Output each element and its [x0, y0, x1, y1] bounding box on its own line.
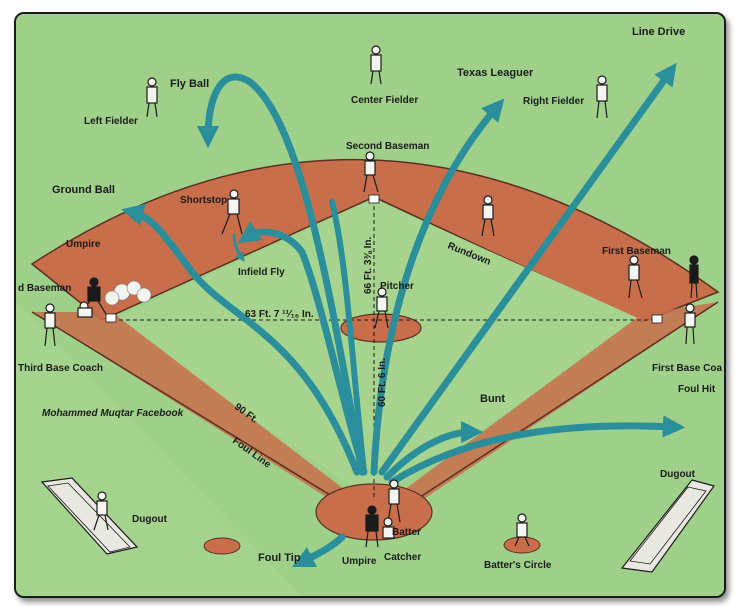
third-base-line-dirt: [32, 312, 374, 527]
label-dist-second: 66 Ft. 3⅜ In.: [363, 237, 374, 294]
right-fielder-figure: [596, 75, 608, 119]
first-base-foul-line: [381, 301, 719, 523]
label-dugout-left: Dugout: [132, 514, 168, 525]
pitcher-figure: [374, 287, 389, 329]
batters-circle-area: [503, 536, 541, 554]
baseball-field-diagram: Line Drive Texas Leaguer Fly Ball Center…: [16, 14, 724, 596]
shortstop-figure: [221, 189, 243, 235]
label-fly-ball: Fly Ball: [170, 78, 209, 90]
label-line-drive: Line Drive: [632, 26, 685, 38]
second-base: [368, 194, 380, 204]
players: [44, 45, 699, 548]
first-baseman-figure: [628, 255, 643, 299]
center-fielder-figure: [370, 45, 382, 85]
label-dist-home: 60 Ft. 6 In.: [377, 358, 388, 407]
diagram-frame: Line Drive Texas Leaguer Fly Ball Center…: [14, 12, 726, 598]
second-baseman-figure: [363, 151, 379, 193]
label-catcher: Catcher: [384, 552, 421, 563]
first-base: [651, 314, 663, 324]
dugout-left: [40, 477, 139, 555]
label-left-fielder: Left Fielder: [84, 116, 138, 127]
label-bunt: Bunt: [480, 393, 505, 405]
first-base-coach-figure: [684, 303, 696, 345]
label-foul-tip: Foul Tip: [258, 552, 301, 564]
left-fielder-figure: [146, 77, 158, 118]
slide-dust-cloud: [104, 280, 152, 306]
label-texas-leaguer: Texas Leaguer: [457, 67, 534, 79]
ball-paths: [121, 62, 686, 568]
grounder-center-arrow: [329, 199, 367, 475]
label-umpire-home: Umpire: [342, 556, 377, 567]
infield-grass: [112, 199, 642, 502]
label-dugout-right: Dugout: [660, 469, 696, 480]
third-base-foul-line: [31, 311, 375, 523]
label-foul-hit: Foul Hit: [678, 384, 716, 395]
base-runner-figure: [689, 255, 699, 299]
label-pitcher: Pitcher: [380, 281, 414, 292]
label-batters-circle: Batter's Circle: [484, 560, 552, 571]
dugout-left-player-figure: [93, 491, 109, 531]
third-base-coach-figure: [44, 303, 56, 347]
label-first-base-coach: First Base Coa: [652, 363, 722, 374]
infield-fly-arrow: [237, 221, 368, 476]
ground-ball-arrow: [121, 203, 361, 476]
label-right-fielder: Right Fielder: [523, 96, 584, 107]
third-base: [105, 313, 117, 323]
foul-hit-arrow: [388, 415, 686, 486]
label-third-baseman: d Baseman: [18, 283, 71, 294]
label-shortstop: Shortstop: [180, 195, 227, 206]
label-infield-fly: Infield Fly: [238, 267, 285, 278]
label-batter: Batter: [392, 527, 421, 538]
on-deck-circle-left: [203, 537, 241, 555]
label-first-baseman: First Baseman: [602, 246, 671, 257]
dugout-right: [620, 479, 715, 573]
label-dist-mound: 63 Ft. 7 ¹¹⁄₁₆ In.: [245, 309, 314, 320]
line-drive-arrow: [378, 62, 677, 476]
texas-leaguer-arrow: [370, 98, 505, 476]
infield-fly-drop-arrow: [232, 233, 245, 262]
bunt-arrow: [383, 420, 484, 481]
rundown-player-figure: [481, 195, 495, 237]
label-ground-ball: Ground Ball: [52, 184, 115, 196]
pitchers-mound: [340, 313, 422, 343]
batters-circle-player-figure: [514, 513, 530, 547]
label-center-fielder: Center Fielder: [351, 95, 418, 106]
third-baseman-figure: [77, 301, 93, 318]
fly-ball-arrow: [196, 73, 366, 476]
foul-tip-arrow: [291, 533, 346, 568]
catcher-figure: [382, 517, 395, 539]
credit-text: Mohammed Muqtar Facebook: [42, 408, 184, 419]
label-umpire-top: Umpire: [66, 239, 101, 250]
label-third-base-coach: Third Base Coach: [18, 363, 103, 374]
label-second-baseman: Second Baseman: [346, 141, 429, 152]
home-umpire-figure: [365, 505, 379, 548]
